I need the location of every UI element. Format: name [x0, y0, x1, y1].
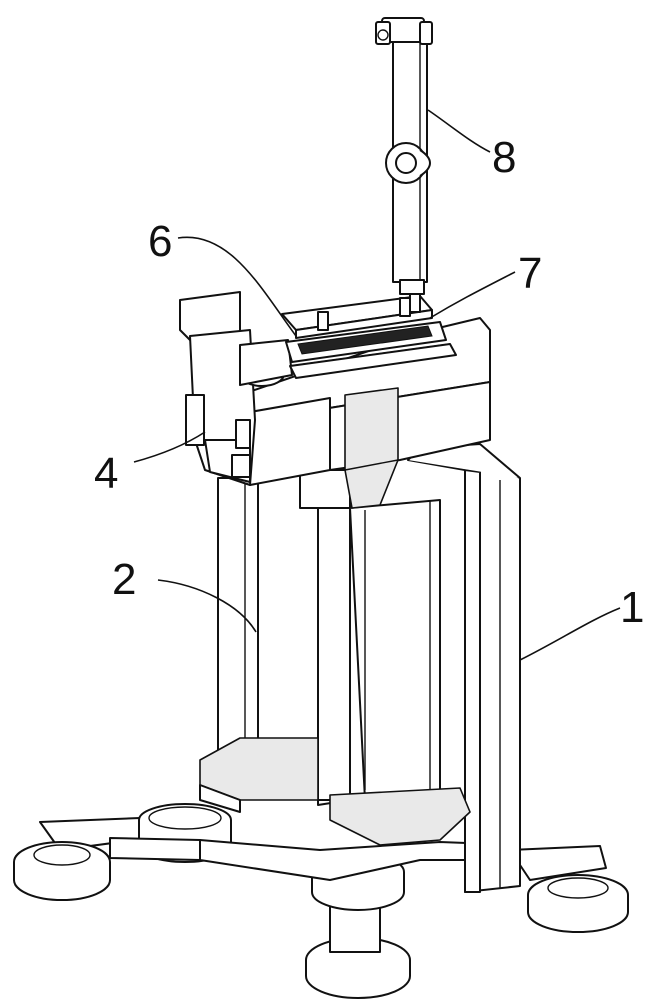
base-foot-right — [510, 846, 628, 932]
callout-2: 2 — [112, 555, 136, 604]
callout-7: 7 — [518, 249, 542, 298]
callout-8: 8 — [492, 133, 516, 182]
vertical-arm-8 — [386, 40, 430, 312]
base-cross-frame — [110, 838, 520, 880]
callout-1: 1 — [620, 583, 644, 632]
leader-line-1 — [520, 608, 620, 660]
callout-6: 6 — [148, 217, 172, 266]
leader-line-7 — [430, 272, 515, 318]
arm-top-clamp — [376, 18, 432, 44]
callout-4: 4 — [94, 449, 118, 498]
main-frame-2 — [200, 470, 470, 845]
leader-line-8 — [428, 110, 490, 152]
